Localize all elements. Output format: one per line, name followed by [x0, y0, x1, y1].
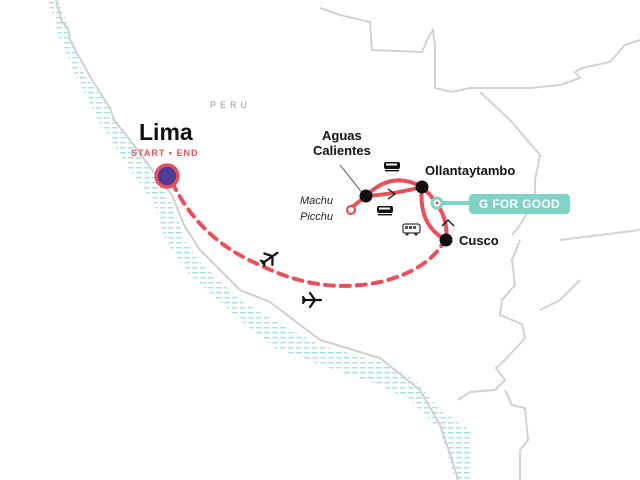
plane-icon [301, 291, 323, 309]
flight-route [170, 180, 448, 288]
machu-picchu-marker[interactable] [345, 204, 357, 216]
machu-line-1: Machu [300, 195, 334, 207]
border-lines [319, 7, 640, 480]
machu-line-2: Picchu [300, 211, 334, 223]
g-for-good-dot-center [435, 201, 439, 205]
leader-line [339, 164, 365, 196]
bus-icon [402, 223, 421, 236]
coastline [55, 0, 459, 480]
ollantaytambo-label: Ollantaytambo [425, 163, 516, 178]
cusco-label: Cusco [459, 233, 499, 248]
direction-arrow [387, 188, 397, 200]
train-icon [384, 162, 400, 172]
aguas-line-1: Aguas [322, 128, 362, 143]
lima-label: Lima [139, 119, 193, 145]
g-for-good-badge[interactable]: G FOR GOOD [469, 194, 570, 214]
country-label: PERU [210, 100, 252, 110]
ollantaytambo-marker[interactable] [415, 180, 429, 194]
machu-picchu-label: Machu Picchu [300, 193, 333, 225]
cusco-marker[interactable] [439, 233, 453, 247]
aguas-calientes-marker[interactable] [359, 189, 373, 203]
plane-icon [259, 251, 279, 267]
aguas-calientes-label: Aguas Calientes [313, 128, 371, 158]
direction-arrow [441, 219, 455, 227]
start-end-label: START • END [131, 148, 199, 158]
overland-route [349, 178, 449, 242]
lima-marker[interactable] [154, 163, 180, 189]
aguas-line-2: Calientes [313, 143, 371, 158]
coast-hatch [48, 0, 470, 480]
train-icon [377, 206, 393, 216]
